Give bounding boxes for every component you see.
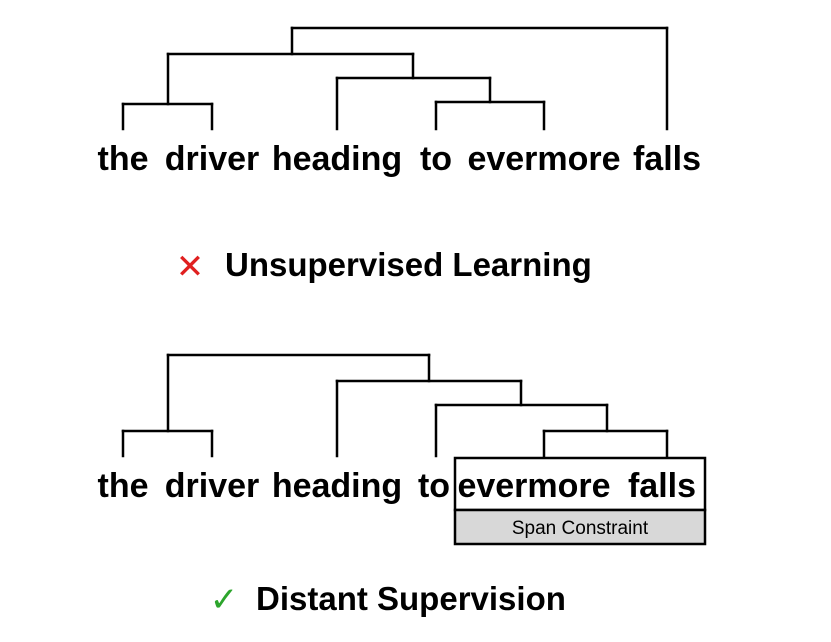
word-evermore: evermore [467,140,620,178]
check-icon: ✓ [210,580,239,620]
word-falls: falls [628,467,696,505]
word-driver: driver [165,467,260,505]
caption-distant-supervision: Distant Supervision [256,580,566,617]
span-constraint-label-bar [453,508,707,546]
word-falls: falls [633,140,701,178]
bottom-parse-tree [121,353,669,458]
bottom-sentence: the driver heading to evermore falls [98,467,697,505]
word-heading: heading [272,140,402,178]
word-to: to [420,140,452,178]
span-constraint-box: Span Constraint [453,456,707,546]
span-constraint-label: Span Constraint [512,518,649,539]
bottom-caption-group: ✓ Distant Supervision [210,580,566,620]
cross-icon: ✕ [176,247,205,287]
word-the: the [98,467,149,505]
top-caption-group: ✕ Unsupervised Learning [176,246,592,287]
span-constraint-highlight [453,456,707,512]
word-to: to [418,467,450,505]
caption-unsupervised: Unsupervised Learning [225,246,592,283]
top-sentence: the driver heading to evermore falls [98,140,702,178]
word-heading: heading [272,467,402,505]
word-evermore: evermore [457,467,610,505]
top-parse-tree [121,26,669,131]
word-driver: driver [165,140,260,178]
word-the: the [98,140,149,178]
